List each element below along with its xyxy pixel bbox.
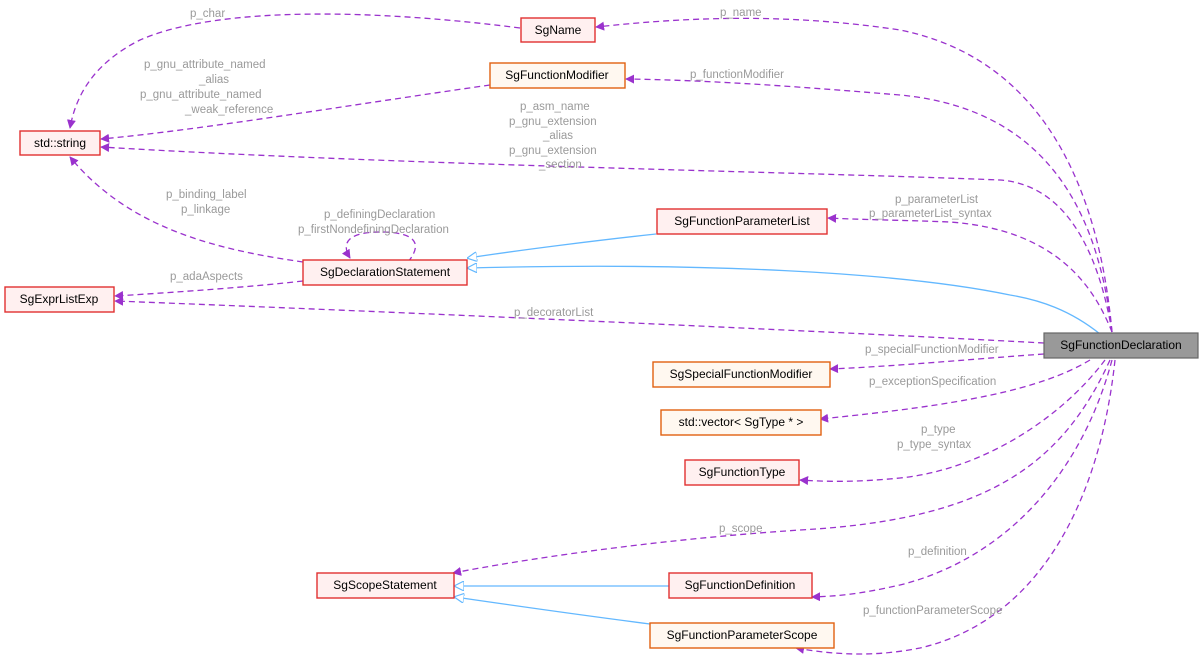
edge-p-name (595, 17, 1113, 333)
label-type-2: p_type_syntax (897, 439, 971, 451)
node-sgname[interactable]: SgName (520, 17, 596, 43)
edge-p-gnu-attribute (100, 84, 491, 143)
node-label-sgexprlistexp: SgExprListExp (20, 292, 99, 306)
label-p-name: p_name (720, 7, 762, 19)
node-label-sgname: SgName (535, 23, 582, 37)
label-binding-1: p_binding_label (166, 189, 247, 201)
node-sgexprlistexp[interactable]: SgExprListExp (4, 286, 115, 313)
node-sgfunctionparameterscope[interactable]: SgFunctionParameterScope (649, 622, 835, 649)
node-label-sgfunctiontype: SgFunctionType (699, 465, 786, 479)
label-type-1: p_type (921, 424, 956, 436)
edge-p-ada-aspects (114, 280, 304, 300)
label-p-decorator-list: p_decoratorList (514, 307, 594, 319)
node-sgfunctiondeclaration[interactable]: SgFunctionDeclaration (1043, 332, 1199, 359)
label-p-definition: p_definition (908, 546, 967, 558)
label-asm-2: p_gnu_extension (509, 116, 597, 128)
label-asm-4: p_gnu_extension (509, 145, 597, 157)
label-p-char: p_char (190, 8, 225, 20)
edge-p-type (799, 359, 1106, 486)
node-label-sgfunctiondefinition: SgFunctionDefinition (685, 578, 796, 592)
label-binding-2: p_linkage (181, 204, 230, 216)
label-p-scope: p_scope (719, 523, 762, 535)
label-asm-1: p_asm_name (520, 101, 590, 113)
edge-p-definition (811, 359, 1113, 602)
label-gnu-attr-3: p_gnu_attribute_named (140, 89, 262, 101)
label-param-2: p_parameterList_syntax (869, 208, 992, 220)
label-gnu-attr-2: _alias (198, 74, 229, 86)
node-label-sgfunctiondeclaration: SgFunctionDeclaration (1060, 338, 1181, 352)
label-gnu-attr-4: _weak_reference (184, 104, 273, 116)
label-p-function-parameter-scope: p_functionParameterScope (863, 605, 1002, 617)
edge-self-loop (341, 231, 417, 263)
edge-p-parameter-list (827, 213, 1113, 333)
label-param-1: p_parameterList (895, 194, 979, 206)
edge-inherit-paramscope (455, 597, 651, 625)
edge-inherit-focus-decl (468, 266, 1101, 335)
label-p-exception-specification: p_exceptionSpecification (869, 376, 996, 388)
node-std-vector[interactable]: std::vector< SgType * > (660, 409, 822, 436)
label-p-ada-aspects: p_adaAspects (170, 271, 243, 283)
label-gnu-attr-1: p_gnu_attribute_named (144, 59, 266, 71)
node-label-sgfunctionparameterscope: SgFunctionParameterScope (667, 628, 818, 642)
edge-p-special-function-modifier (829, 353, 1045, 374)
node-label-std-vector: std::vector< SgType * > (679, 415, 804, 429)
node-label-std-string: std::string (34, 136, 86, 150)
node-sgfunctionparameterlist[interactable]: SgFunctionParameterList (656, 208, 828, 235)
node-sgfunctiontype[interactable]: SgFunctionType (684, 459, 800, 486)
label-p-function-modifier: p_functionModifier (690, 69, 784, 81)
edge-p-scope (452, 359, 1111, 576)
label-asm-3: _alias (542, 130, 573, 142)
node-sgscopestatement[interactable]: SgScopeStatement (316, 572, 455, 599)
edge-p-binding-label (69, 156, 304, 263)
edge-p-function-parameter-scope (795, 359, 1116, 655)
label-self-1: p_definingDeclaration (324, 209, 435, 221)
node-sgspecialfunctionmodifier[interactable]: SgSpecialFunctionModifier (652, 361, 831, 388)
edge-p-decorator-list (114, 296, 1045, 344)
node-std-string[interactable]: std::string (19, 130, 101, 156)
edge-inherit-paramlist (468, 233, 657, 258)
edge-p-exception-specification (819, 359, 1091, 423)
node-label-sgdeclarationstatement: SgDeclarationStatement (320, 265, 451, 279)
edge-p-asm-name (100, 142, 1113, 333)
label-asm-5: _section (538, 159, 582, 171)
node-sgfunctiondefinition[interactable]: SgFunctionDefinition (668, 572, 813, 599)
edge-p-char (66, 13, 521, 129)
edge-p-function-modifier (625, 74, 1113, 333)
node-label-sgspecialfunctionmodifier: SgSpecialFunctionModifier (670, 367, 813, 381)
node-label-sgfunctionmodifier: SgFunctionModifier (505, 68, 608, 82)
label-p-special-function-modifier: p_specialFunctionModifier (865, 344, 999, 356)
node-label-sgfunctionparameterlist: SgFunctionParameterList (674, 214, 810, 228)
node-sgdeclarationstatement[interactable]: SgDeclarationStatement (302, 259, 468, 286)
node-sgfunctionmodifier[interactable]: SgFunctionModifier (489, 62, 626, 89)
node-label-sgscopestatement: SgScopeStatement (333, 578, 437, 592)
label-self-2: p_firstNondefiningDeclaration (298, 224, 449, 236)
